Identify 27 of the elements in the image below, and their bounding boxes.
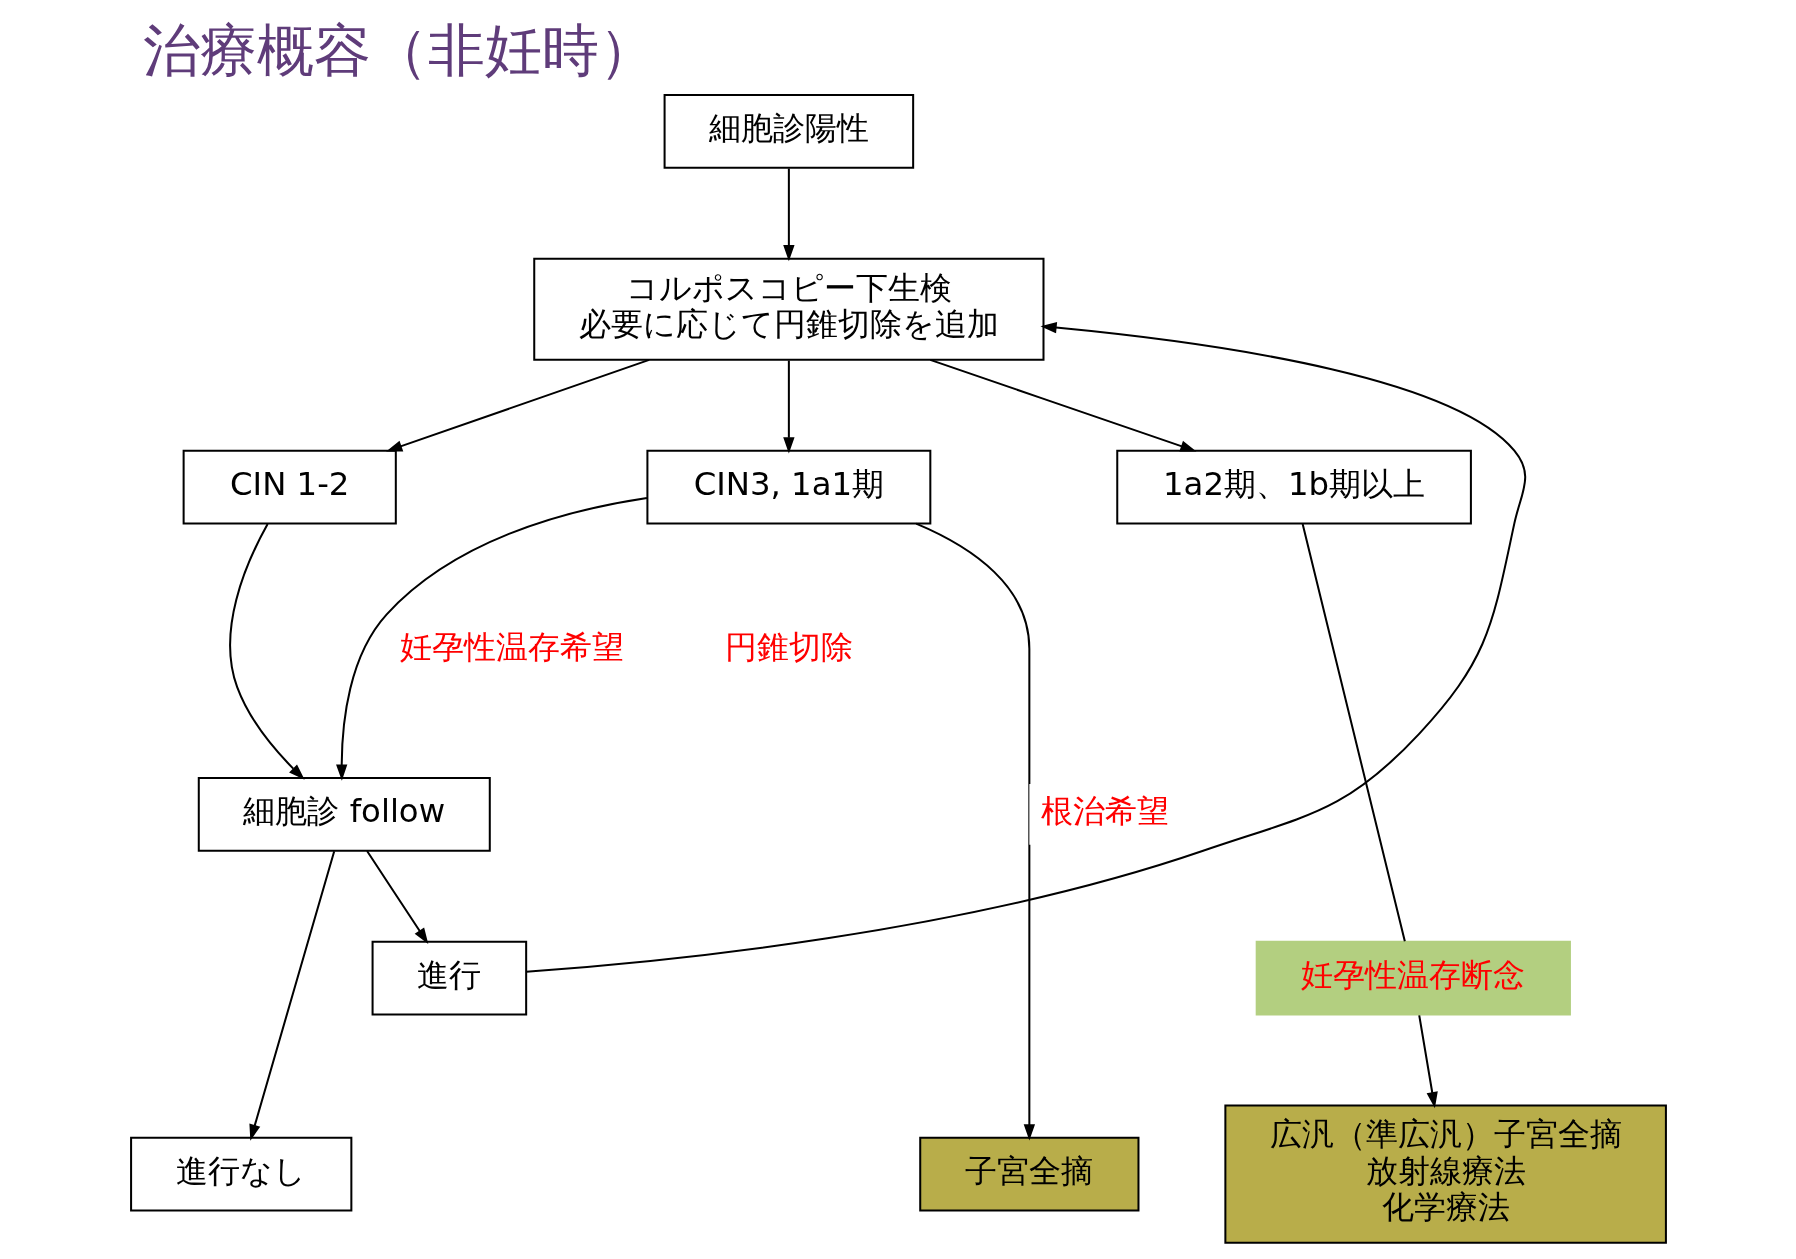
node-box: 細胞診陽性 <box>663 93 914 169</box>
node-box: 広汎（準広汎）子宮全摘 放射線療法 化学療法 <box>1223 1104 1667 1244</box>
connector <box>1301 523 1406 942</box>
node-box: 子宮全摘 <box>918 1136 1139 1212</box>
edge-label: 根治希望 <box>1040 792 1169 831</box>
node-box: CIN 1-2 <box>182 449 397 525</box>
arrow <box>782 168 795 262</box>
diagram-title: 治療概容（非妊時） <box>142 16 656 83</box>
node-box: 細胞診 follow <box>197 777 491 852</box>
label: 円錐切除 <box>724 628 853 667</box>
arrow <box>929 358 1196 452</box>
node-box: 1a2期、1b期以上 <box>1115 449 1472 525</box>
arrow <box>335 497 647 781</box>
arrow <box>525 322 1526 973</box>
node-box: 妊孕性温存断念 <box>1255 940 1571 1016</box>
arrow <box>385 358 649 452</box>
arrow <box>228 523 305 780</box>
arrow <box>365 850 428 945</box>
arrow <box>782 360 795 454</box>
node-box: コルポスコピー下生検 必要に応じて円錐切除を追加 <box>532 257 1044 361</box>
arrow <box>915 522 1035 1141</box>
node-box: CIN3, 1a1期 <box>645 449 931 525</box>
arrow <box>248 850 335 1141</box>
node-box: 進行 <box>371 940 527 1016</box>
node-box: 進行なし <box>129 1136 352 1212</box>
edge-label: 妊孕性温存希望 <box>399 628 624 667</box>
arrow <box>1417 1015 1438 1109</box>
